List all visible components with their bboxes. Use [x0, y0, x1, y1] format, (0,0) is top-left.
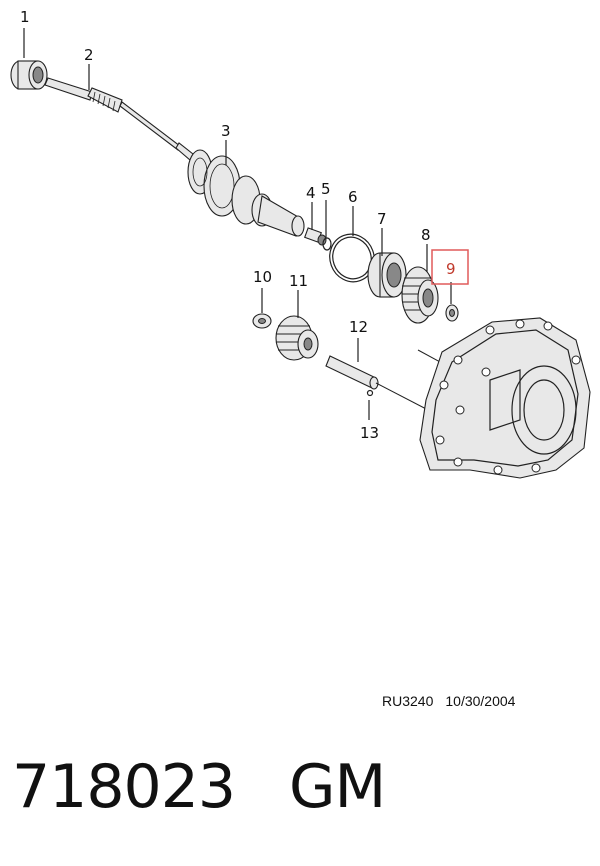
part-number: 718023	[12, 752, 236, 822]
transmission-housing	[419, 317, 591, 479]
drawing-reference: RU3240 10/30/2004	[382, 693, 527, 709]
callout-3: 3	[221, 122, 231, 140]
part-3-main-shaft	[187, 149, 305, 237]
footer-part-info: 718023 GM	[12, 752, 386, 822]
part-5-ring	[322, 237, 332, 251]
part-1-needle-bearing	[10, 60, 48, 90]
callout-6: 6	[348, 188, 358, 206]
callout-9-highlight	[431, 249, 469, 285]
callout-9: 9	[446, 260, 456, 278]
brand-name: GM	[289, 752, 386, 822]
part-6-snap-ring	[329, 233, 375, 283]
callout-7: 7	[377, 210, 387, 228]
callout-10: 10	[253, 268, 272, 286]
callout-11: 11	[289, 272, 308, 290]
callout-1: 1	[20, 8, 30, 26]
reference-code: RU3240	[382, 693, 434, 709]
callout-2: 2	[84, 46, 94, 64]
part-7-ball-bearing	[367, 252, 407, 298]
reference-date: 10/30/2004	[445, 693, 516, 709]
part-12-idler-shaft	[325, 355, 379, 390]
callout-4: 4	[306, 184, 316, 202]
part-13-pin	[366, 389, 374, 397]
exploded-parts-diagram: 1 2 3 4 5 6 7 8 9 10 11 12 13	[10, 8, 591, 479]
part-4-bolt	[304, 227, 327, 246]
callout-5: 5	[321, 180, 331, 198]
part-8-gear	[401, 266, 439, 324]
part-10-washer	[252, 313, 272, 329]
part-9-washer	[445, 304, 459, 322]
part-2-input-shaft	[44, 77, 194, 161]
callout-8: 8	[421, 226, 431, 244]
part-11-idler-gear	[275, 315, 319, 361]
callout-13: 13	[360, 424, 379, 442]
callout-12: 12	[349, 318, 368, 336]
